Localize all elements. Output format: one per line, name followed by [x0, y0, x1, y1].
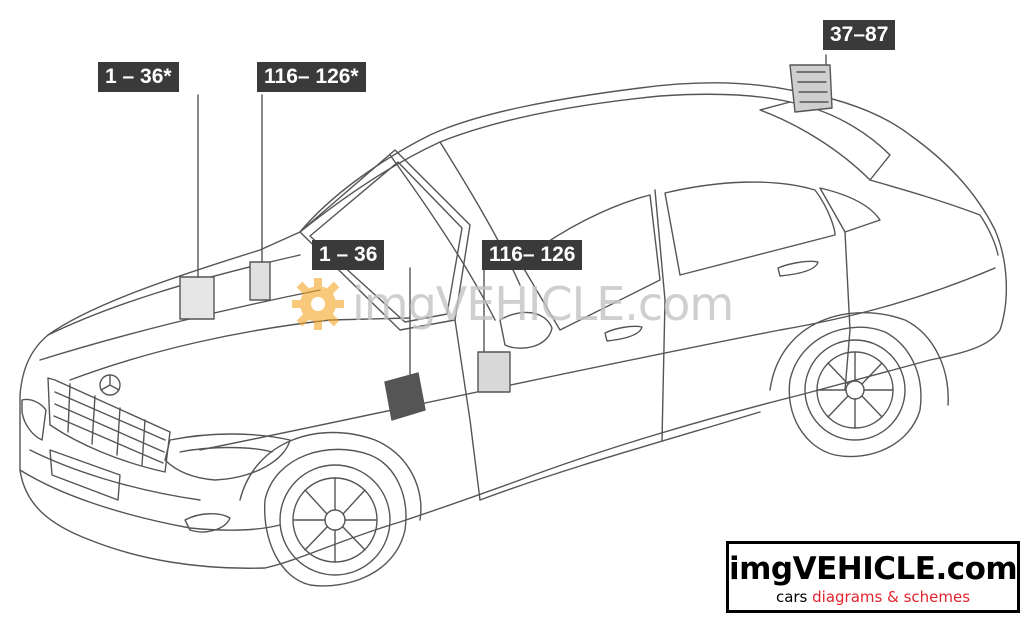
- logo-subtitle-accent: diagrams & schemes: [812, 588, 971, 606]
- gear-icon: [292, 278, 344, 330]
- watermark: imgVEHICLE.com: [288, 272, 734, 336]
- logo-subtitle: cars diagrams & schemes: [729, 588, 1017, 606]
- watermark-text: imgVEHICLE.com: [352, 277, 734, 331]
- callout-trunk: 37–87: [823, 20, 896, 50]
- callout-hood-left: 1 – 36*: [98, 62, 179, 92]
- callout-hood-right: 116– 126*: [257, 62, 366, 92]
- star-emblem-icon: [99, 374, 121, 396]
- logo-title: imgVEHICLE.com: [729, 551, 1018, 587]
- logo-subtitle-plain: cars: [775, 588, 813, 606]
- callout-dash: 116– 126: [482, 240, 583, 270]
- site-logo: imgVEHICLE.com cars diagrams & schemes: [726, 541, 1020, 613]
- callout-engine: 1 – 36: [312, 240, 385, 270]
